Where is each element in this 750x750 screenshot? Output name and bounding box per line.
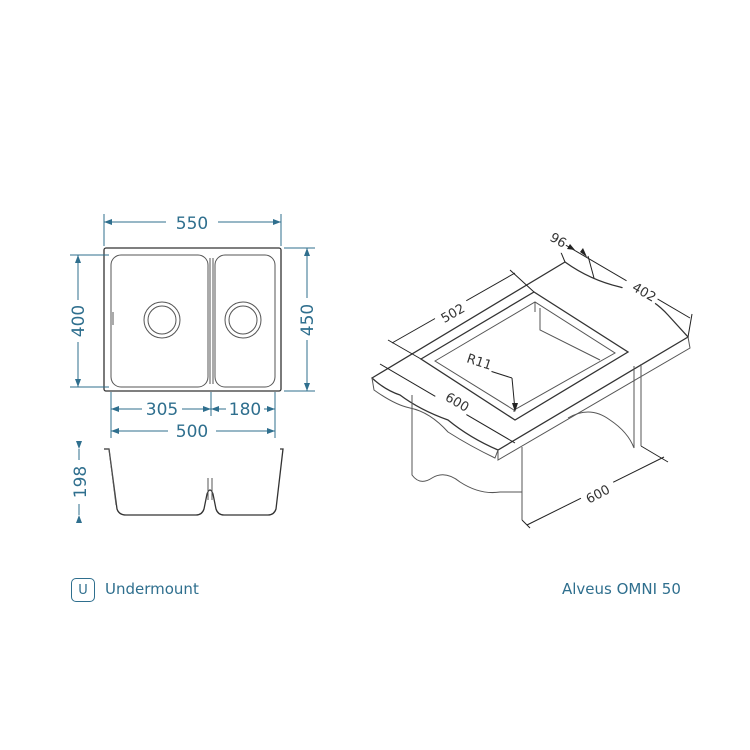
sink-cutout	[419, 291, 630, 421]
dim-iso-radius: R11	[465, 352, 494, 374]
cabinet-left	[411, 395, 523, 520]
mount-type-label: Undermount	[105, 580, 199, 598]
dim-iso-96: 96	[547, 230, 569, 251]
side-section: 198	[69, 441, 284, 523]
model-label: Alveus OMNI 50	[562, 580, 681, 598]
bowl-left	[110, 254, 209, 388]
countertop-top	[370, 261, 690, 451]
isometric-view: 96 402 502 R11 600 600	[370, 222, 693, 529]
dim-bowl-right: 180	[229, 400, 261, 420]
dim-left-height: 400	[69, 305, 89, 337]
countertop-side-edge	[497, 336, 691, 461]
dim-inner-width: 500	[176, 422, 208, 442]
dim-bowl-left: 305	[146, 400, 178, 420]
undermount-icon: U	[71, 578, 95, 602]
dim-top-width: 550	[176, 214, 208, 234]
top-view: 550 400 450 305 180 500	[67, 210, 318, 442]
drain-left	[143, 301, 181, 339]
dim-depth: 198	[71, 466, 91, 498]
drain-right	[224, 301, 262, 339]
bowl-right	[214, 254, 276, 388]
countertop-front-edge	[371, 377, 499, 459]
sink-section-outline	[104, 448, 284, 516]
cabinet-right	[567, 366, 635, 449]
sink-outer-rim	[103, 247, 282, 392]
dim-right-height: 450	[298, 304, 318, 336]
